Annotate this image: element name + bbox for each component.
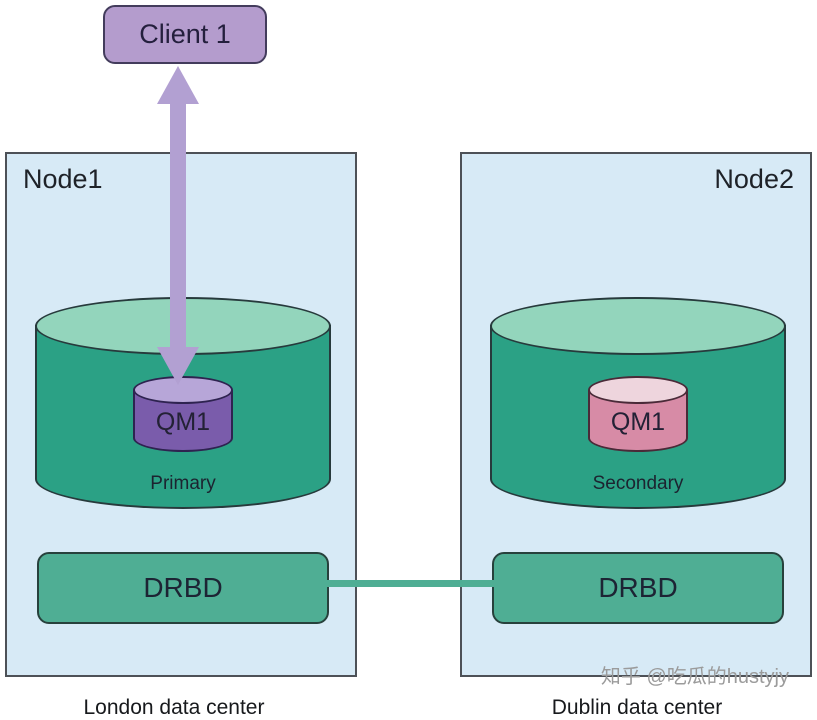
node2-drbd-box: DRBD (492, 552, 784, 624)
node1-role-label: Primary (150, 473, 216, 494)
node2-qm-label: QM1 (610, 408, 666, 436)
node2-caption: Dublin data center (551, 696, 723, 719)
node1-drbd-box: DRBD (37, 552, 329, 624)
watermark: 知乎 @吃瓜的hustyjy (600, 666, 789, 688)
client-label: Client 1 (139, 19, 231, 49)
node1-title: Node1 (23, 164, 103, 194)
node2-qm-cylinder: QM1 (588, 376, 688, 452)
qm-top (588, 376, 688, 404)
node2-panel: Node2 QM1 Secondary DRBD (460, 152, 812, 677)
client-box: Client 1 (103, 5, 267, 64)
disk-top (490, 297, 786, 355)
arrow-up-icon (157, 66, 199, 104)
node2-disk-cylinder: QM1 Secondary (490, 297, 786, 509)
node1-qm-cylinder: QM1 (133, 376, 233, 452)
node2-title: Node2 (714, 164, 794, 194)
drbd-link-line (322, 580, 498, 587)
node2-role-label: Secondary (592, 473, 684, 494)
arrow-down-icon (157, 347, 199, 385)
node1-caption: London data center (83, 696, 265, 719)
node2-drbd-label: DRBD (598, 572, 678, 603)
arrow-shaft (170, 102, 186, 349)
node1-drbd-label: DRBD (143, 572, 223, 603)
node1-qm-label: QM1 (155, 408, 211, 436)
